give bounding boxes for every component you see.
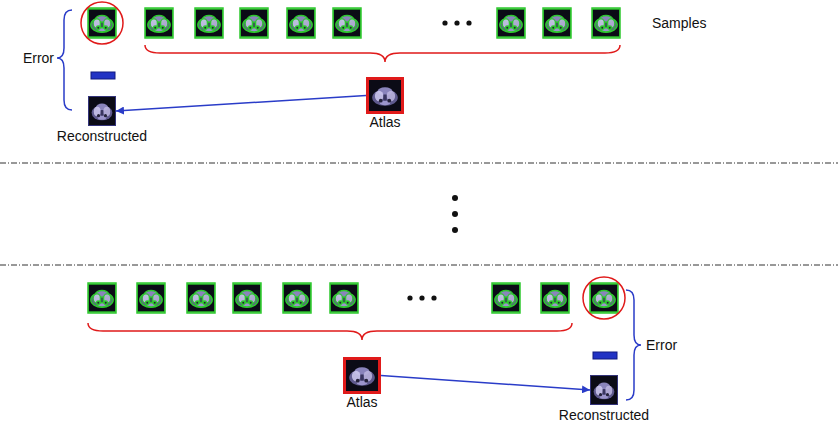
error-label: Error <box>646 337 677 353</box>
ellipsis-dots <box>407 295 436 300</box>
scan-image <box>369 80 401 111</box>
ellipsis-dots <box>442 20 471 25</box>
separator-line <box>0 163 838 164</box>
bracket <box>145 45 620 62</box>
reconstructed-image: Reconstructed <box>590 375 618 405</box>
separator-line <box>0 265 838 266</box>
reconstructed-image: Reconstructed <box>88 96 116 126</box>
scan-image <box>591 376 617 404</box>
image-caption: Reconstructed <box>57 128 147 144</box>
row-label: Samples <box>652 15 706 31</box>
scan-image <box>346 360 378 391</box>
error-brace <box>57 10 72 110</box>
minus-sign <box>91 72 115 79</box>
sample-images <box>88 8 620 38</box>
arrow-connector <box>116 96 366 112</box>
error-label: Error <box>23 50 54 66</box>
scan-image <box>89 97 115 125</box>
image-caption: Atlas <box>346 394 377 410</box>
error-brace <box>626 290 641 400</box>
image-caption: Atlas <box>369 114 400 130</box>
selection-circle <box>81 2 123 44</box>
bracket <box>88 323 572 340</box>
arrow-connector <box>381 376 590 391</box>
vertical-dots <box>452 195 458 233</box>
image-caption: Reconstructed <box>559 407 649 423</box>
selection-circle <box>583 277 625 319</box>
atlas-image: Atlas <box>343 357 381 394</box>
atlas-image: Atlas <box>366 77 404 114</box>
sample-images <box>88 283 618 313</box>
minus-sign <box>593 352 617 359</box>
